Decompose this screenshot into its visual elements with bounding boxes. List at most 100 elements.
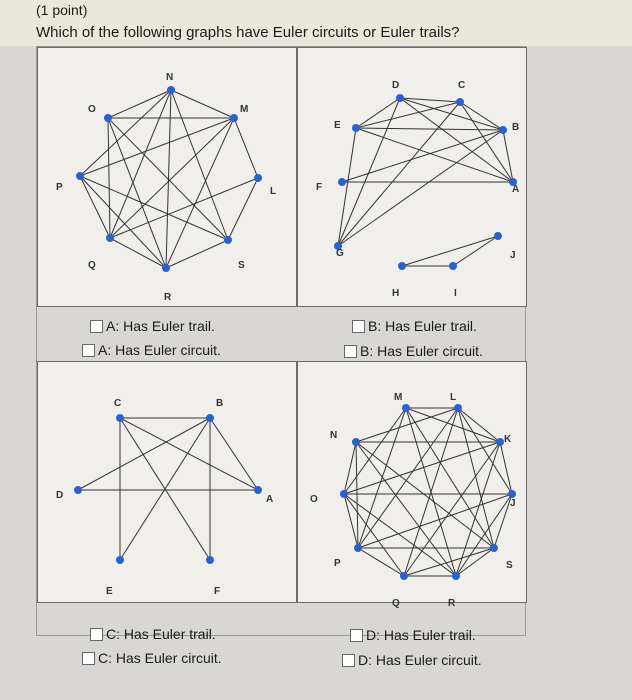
graph-b-edge-11 — [502, 129, 514, 183]
graph-b-label-c: C — [458, 80, 466, 91]
graph-a-edge-11 — [165, 117, 235, 269]
graph-a-label-q: Q — [88, 260, 96, 271]
graph-a-vertex-5 — [106, 234, 114, 242]
graph-a-label-s: S — [238, 260, 245, 271]
graph-c-panel: C B A F E D — [37, 361, 297, 603]
graph-d-edge-21 — [455, 547, 495, 577]
option-d-circuit-label: D: Has Euler circuit. — [358, 652, 482, 668]
graph-a-label-l: L — [270, 186, 277, 197]
graph-c-vertex-2 — [254, 486, 262, 494]
graph-b-edge-1 — [355, 97, 401, 129]
graph-a-edge-5 — [79, 89, 172, 177]
graph-b-vertex-7 — [334, 242, 342, 250]
graph-d-edge-29 — [343, 493, 405, 577]
option-c-circuit[interactable]: C: Has Euler circuit. — [82, 650, 222, 666]
graph-b-edge-8 — [355, 127, 514, 183]
graph-c-edge-1 — [119, 417, 259, 491]
graph-c-svg — [74, 414, 262, 564]
graph-d-edge-28 — [357, 547, 405, 577]
graph-c-vertex-4 — [116, 556, 124, 564]
graph-d-vertex-1 — [454, 404, 462, 412]
graph-b-svg — [334, 94, 517, 270]
option-c-trail[interactable]: C: Has Euler trail. — [90, 626, 216, 642]
graph-d-edge-19 — [357, 493, 513, 549]
graph-b-label-d: D — [392, 80, 400, 91]
graph-b-vertex-1 — [456, 98, 464, 106]
checkbox-d-trail[interactable] — [350, 628, 363, 642]
option-a-trail-label: A: Has Euler trail. — [106, 318, 215, 334]
graph-b-edge-3 — [399, 97, 514, 183]
graph-b-vertex-0 — [396, 94, 404, 102]
graph-d-edge-18 — [455, 493, 513, 577]
graph-c-label-e: E — [106, 586, 113, 597]
graph-a-edge-4 — [109, 89, 172, 239]
graph-a-edge-18 — [165, 239, 229, 269]
graph-a-edge-17 — [109, 177, 259, 239]
checkbox-a-circuit[interactable] — [82, 343, 95, 357]
graph-b-vertex-6 — [398, 262, 406, 270]
graph-c-label-c: C — [114, 398, 122, 409]
checkbox-b-trail[interactable] — [352, 319, 365, 333]
graph-a-label-m: M — [240, 104, 249, 115]
graph-b-edge-2 — [399, 97, 504, 131]
checkbox-d-circuit[interactable] — [342, 653, 355, 667]
graph-grid: N M L S R Q P O D C B A J I H G F E C B … — [36, 46, 527, 636]
graph-a-edge-12 — [109, 117, 235, 239]
graph-c-vertex-5 — [74, 486, 82, 494]
graph-b-label-b: B — [512, 122, 520, 133]
option-a-trail[interactable]: A: Has Euler trail. — [90, 318, 215, 334]
graph-d-label-n: N — [330, 430, 338, 441]
graph-b-edge-18 — [452, 235, 499, 267]
graph-a-edge-13 — [79, 175, 111, 239]
graph-d-edge-4 — [357, 407, 407, 549]
checkbox-c-circuit[interactable] — [82, 651, 95, 665]
graph-d-vertex-4 — [490, 544, 498, 552]
graph-d-edge-17 — [493, 493, 513, 549]
graph-d-label-r: R — [448, 598, 456, 609]
graph-b-vertex-3 — [509, 178, 517, 186]
checkbox-c-trail[interactable] — [90, 627, 103, 641]
option-b-trail[interactable]: B: Has Euler trail. — [352, 318, 477, 334]
graph-b-edge-9 — [337, 127, 357, 247]
graph-c-vertex-1 — [206, 414, 214, 422]
graph-a-label-p: P — [56, 182, 63, 193]
graph-d-edge-12 — [499, 441, 513, 495]
graph-b-vertex-8 — [338, 178, 346, 186]
graph-d-edge-8 — [457, 407, 495, 549]
graph-a-edge-0 — [107, 89, 172, 119]
option-d-trail[interactable]: D: Has Euler trail. — [350, 627, 476, 643]
graph-d-edge-10 — [357, 407, 459, 549]
graph-d-vertex-6 — [400, 572, 408, 580]
graph-c-label-d: D — [56, 490, 64, 501]
graph-c-label-b: B — [216, 398, 224, 409]
question-text: Which of the following graphs have Euler… — [36, 24, 460, 41]
graph-d-svg — [340, 404, 516, 580]
graph-a-edge-3 — [170, 89, 229, 241]
graph-b-label-a: A — [512, 184, 520, 195]
graph-a-edge-19 — [107, 117, 167, 269]
graph-b-vertex-2 — [499, 126, 507, 134]
graph-d-vertex-8 — [340, 490, 348, 498]
option-b-circuit[interactable]: B: Has Euler circuit. — [344, 343, 483, 359]
checkbox-b-circuit[interactable] — [344, 344, 357, 358]
option-d-circuit[interactable]: D: Has Euler circuit. — [342, 652, 482, 668]
graph-d-edge-24 — [355, 441, 495, 549]
option-a-circuit-label: A: Has Euler circuit. — [98, 342, 221, 358]
graph-d-label-k: K — [504, 434, 512, 445]
graph-d-edge-6 — [457, 407, 501, 443]
graph-b-edge-14 — [341, 129, 504, 183]
graph-a-vertex-2 — [254, 174, 262, 182]
graph-a-vertex-1 — [230, 114, 238, 122]
option-a-circuit[interactable]: A: Has Euler circuit. — [82, 342, 221, 358]
graph-c-edge-8 — [119, 417, 211, 561]
graph-b-edge-12 — [337, 129, 504, 247]
graph-a-vertex-0 — [167, 86, 175, 94]
graph-b-label-j: J — [510, 250, 516, 261]
graph-a-vertex-7 — [104, 114, 112, 122]
graph-b-edge-17 — [401, 235, 499, 267]
points-label: (1 point) — [36, 2, 88, 18]
graph-b-label-h: H — [392, 288, 400, 299]
graph-c-label-a: A — [266, 494, 274, 505]
graph-b-vertex-9 — [352, 124, 360, 132]
checkbox-a-trail[interactable] — [90, 319, 103, 333]
